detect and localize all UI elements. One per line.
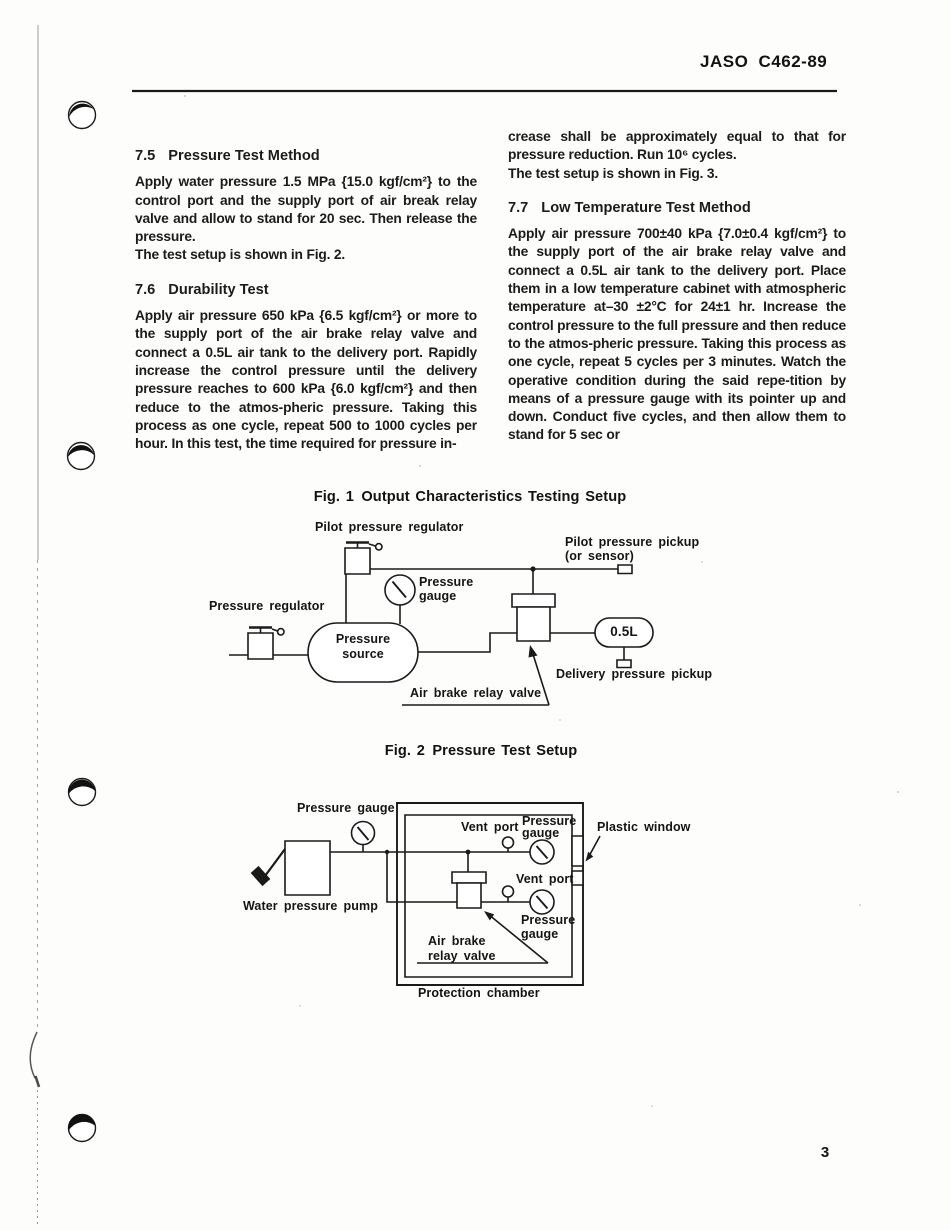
punch-hole-2 xyxy=(68,443,95,470)
scan-edge-line xyxy=(30,25,39,1226)
paragraph: Apply air pressure 650 kPa {6.5 kgf/cm²}… xyxy=(135,308,477,452)
fig2-water-pump-symbol xyxy=(252,841,330,895)
fig1-relay-callout-arrow xyxy=(402,645,549,705)
section-number: 7.6 xyxy=(135,281,156,298)
section-heading-7-5: 7.5 Pressure Test Method xyxy=(135,147,477,165)
section-number: 7.5 xyxy=(135,148,156,164)
fig1-pilot-pickup-symbol xyxy=(618,565,632,574)
document-number: JASO C462-89 xyxy=(700,52,828,71)
fig2-gauge-lower-symbol xyxy=(530,890,554,914)
fig2-label-gauge-lower: Pressure gauge xyxy=(521,913,576,941)
label-line: relay valve xyxy=(428,948,496,963)
fig1-pressure-regulator-symbol xyxy=(229,627,310,659)
figure-reference: Fig. 3 xyxy=(679,165,715,181)
sentence-part: . xyxy=(714,165,719,181)
section-title: Low Temperature Test Method xyxy=(541,199,751,216)
fig1-label-delivery-pickup: Delivery pressure pickup xyxy=(556,667,713,681)
label-line: Pressure xyxy=(419,575,474,589)
paragraph: Apply air pressure 700±40 kPa {7.0±0.4 k… xyxy=(508,226,846,443)
section-heading-7-6: 7.6 Durability Test xyxy=(135,281,477,299)
fig1-label-pilot-regulator: Pilot pressure regulator xyxy=(315,520,464,534)
page-number: 3 xyxy=(820,1144,830,1161)
punch-hole-1 xyxy=(69,102,96,129)
label-line: (or sensor) xyxy=(565,548,634,563)
figure-reference: Fig. 2 xyxy=(306,247,342,263)
fig2-gauge-outside-symbol xyxy=(352,822,375,853)
label-line: Pressure xyxy=(521,913,576,927)
fig2-plastic-window-symbol xyxy=(572,836,600,885)
fig2-label-gauge-upper: Pressure gauge xyxy=(522,814,577,840)
fig2-chamber-inner-wall xyxy=(405,815,572,977)
scan-speckles xyxy=(184,95,899,1107)
label-line: Pilot pressure pickup xyxy=(565,535,700,549)
fig2-title: Fig. 2 Pressure Test Setup xyxy=(384,743,578,759)
paragraph: The test setup is shown in Fig. 3. xyxy=(508,165,846,183)
label-line: Pressure xyxy=(522,814,577,828)
label-line: source xyxy=(342,647,384,661)
paragraph: Apply water pressure 1.5 MPa {15.0 kgf/c… xyxy=(135,174,477,245)
fig1-title: Fig. 1 Output Characteristics Testing Se… xyxy=(313,489,627,505)
section-heading-7-7: 7.7 Low Temperature Test Method xyxy=(508,199,846,217)
fig2-label-plastic-window: Plastic window xyxy=(597,820,691,834)
paragraph: The test setup is shown in Fig. 2. xyxy=(135,246,477,264)
fig2-label-vent-upper: Vent port xyxy=(461,820,519,834)
fig2-label-chamber: Protection chamber xyxy=(418,986,540,1000)
fig2-label-gauge-outside: Pressure gauge xyxy=(297,801,395,815)
label-line: gauge xyxy=(419,588,457,603)
fig2-chamber-outer-wall xyxy=(397,803,583,985)
fig2-gauge-upper-symbol xyxy=(530,840,554,864)
fig2-relay-valve-symbol xyxy=(452,872,486,908)
fig1-label-pilot-pickup: Pilot pressure pickup (or sensor) xyxy=(565,535,700,563)
sentence-part: The test setup is shown in xyxy=(135,247,307,263)
fig1-label-pressure-source: Pressure source xyxy=(308,632,418,662)
fig1-line-art xyxy=(229,542,653,705)
punch-hole-3 xyxy=(68,779,95,806)
fig1-label-relay-valve: Air brake relay valve xyxy=(410,686,542,700)
fig1-label-pressure-regulator: Pressure regulator xyxy=(209,599,325,613)
fig1-label-pressure-gauge: Pressure gauge xyxy=(419,575,474,603)
fig2-relay-callout-arrow xyxy=(417,911,548,963)
fig1-label-tank-volume: 0.5L xyxy=(610,624,638,639)
fig2-line-art xyxy=(252,803,600,985)
sentence-part: The test setup is shown in xyxy=(508,165,680,181)
section-title: Pressure Test Method xyxy=(168,148,320,164)
text-column-right: crease shall be approximately equal to t… xyxy=(508,128,846,445)
paragraph: crease shall be approximately equal to t… xyxy=(508,129,846,163)
label-line: Pressure xyxy=(335,632,391,646)
fig2-label-vent-lower: Vent port xyxy=(516,872,574,886)
label-line: gauge xyxy=(521,926,559,941)
section-title: Durability Test xyxy=(168,281,269,298)
fig2-label-pump: Water pressure pump xyxy=(243,899,378,913)
text-column-left: 7.5 Pressure Test Method Apply water pres… xyxy=(135,147,477,453)
fig1-pilot-regulator-symbol xyxy=(345,542,382,624)
fig1-pressure-gauge-symbol xyxy=(385,575,415,624)
fig2-vent-port-lower-symbol xyxy=(503,886,514,902)
fig2-vent-port-upper-symbol xyxy=(503,837,514,852)
fig2-label-relay-valve: Air brake relay valve xyxy=(428,934,496,963)
sentence-part: . xyxy=(341,247,346,263)
punch-hole-4 xyxy=(68,1115,95,1142)
label-line: Air brake xyxy=(428,934,486,948)
section-number: 7.7 xyxy=(508,199,529,216)
fig1-relay-valve-symbol xyxy=(512,594,555,641)
label-line: gauge xyxy=(522,826,560,840)
fig1-delivery-pickup-symbol xyxy=(617,660,631,668)
